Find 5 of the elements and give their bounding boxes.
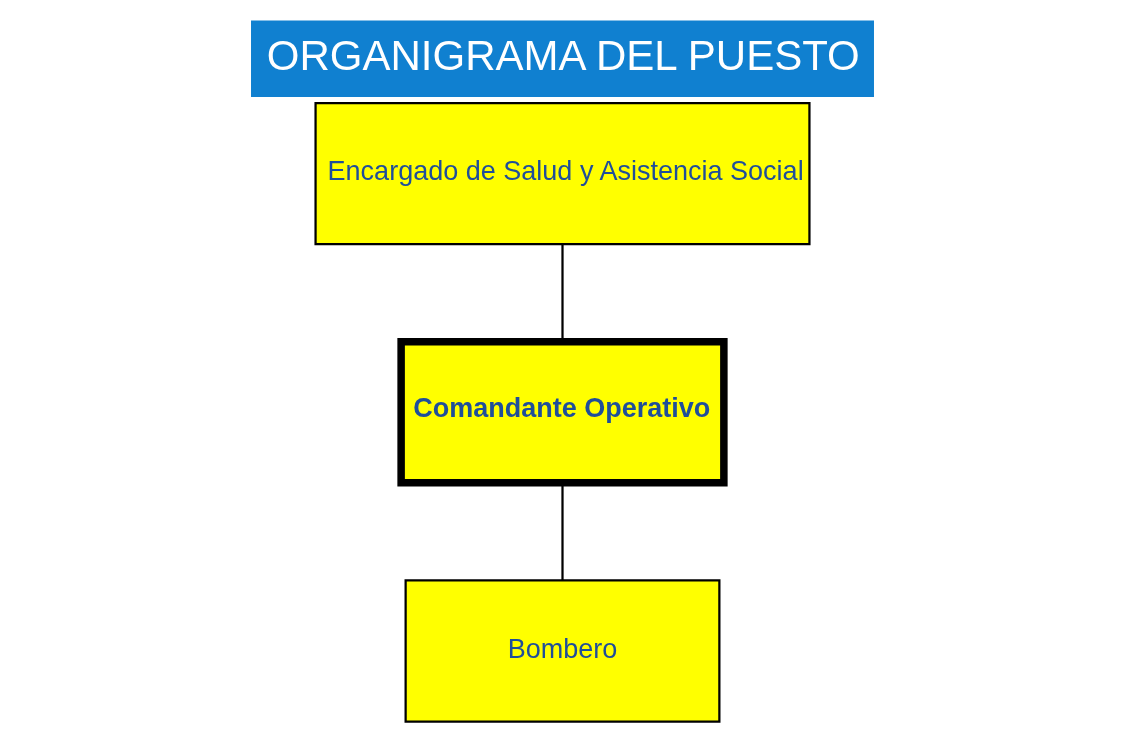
node-box: Comandante Operativo (397, 337, 728, 487)
connector (561, 483, 564, 581)
diagram-title: ORGANIGRAMA DEL PUESTO (266, 31, 860, 79)
node-box: Encargado de Salud y Asistencia Social (314, 101, 811, 246)
node-box: Bombero (404, 579, 721, 723)
